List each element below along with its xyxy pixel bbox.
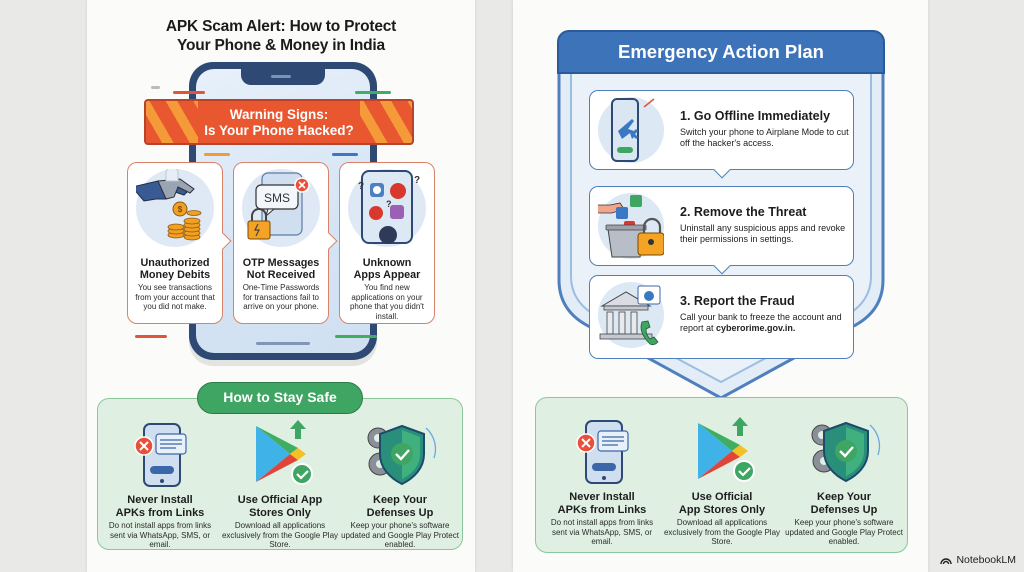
step-card-go-offline: 1. Go Offline Immediately Switch your ph…: [589, 90, 854, 179]
shield-gears-check-icon: [360, 420, 440, 490]
tip-title: Never Install APKs from Links: [115, 494, 205, 519]
deco-dash: [173, 91, 205, 94]
step-description: Uninstall any suspicious apps and revoke…: [680, 223, 846, 244]
warning-sign-card-debits: $ Unauthorized Money Debits You see tran…: [127, 162, 232, 324]
tip-official-app-stores: Use Official App Stores Only Download al…: [663, 417, 781, 547]
stay-safe-heading: How to Stay Safe: [197, 382, 363, 414]
svg-text:SMS: SMS: [264, 191, 290, 205]
warning-sign-card-otp: SMS OTP Messages Not Received One-Time P…: [233, 162, 338, 324]
step-description: Call your bank to freeze the account and…: [680, 312, 842, 333]
tip-description: Download all applications exclusively fr…: [663, 518, 781, 546]
tip-keep-defenses-up: Keep Your Defenses Up Keep your phone's …: [341, 420, 459, 550]
card-description: You see transactions from your account t…: [135, 283, 215, 311]
deco-dash: [332, 153, 358, 156]
tip-never-install-apks: Never Install APKs from Links Do not ins…: [101, 420, 219, 550]
tip-description: Keep your phone's software updated and G…: [341, 521, 459, 549]
sms-blocked-lock-icon: SMS: [242, 169, 320, 247]
left-infographic-page: APK Scam Alert: How to Protect Your Phon…: [87, 0, 475, 572]
step-description: Switch your phone to Airplane Mode to cu…: [680, 127, 849, 148]
tip-description: Do not install apps from links sent via …: [550, 518, 654, 546]
notebooklm-logo-icon: [940, 558, 953, 565]
banner-line-2: Is Your Phone Hacked?: [204, 123, 354, 138]
deco-dash: [135, 335, 167, 338]
svg-text:$: $: [178, 205, 183, 214]
unknown-malware-apps-icon: ? ? ?: [348, 169, 426, 247]
tip-title: Keep Your Defenses Up: [366, 494, 434, 519]
deco-dash: [335, 335, 377, 338]
banner-line-1: Warning Signs:: [229, 107, 329, 122]
tip-title: Use Official App Stores Only: [678, 491, 766, 516]
card-description: One-Time Passwords for transactions fail…: [242, 283, 320, 311]
deco-dash: [204, 153, 230, 156]
notebooklm-watermark: NotebookLM: [940, 554, 1016, 566]
step-card-remove-threat: 2. Remove the Threat Uninstall any suspi…: [589, 186, 854, 275]
tip-keep-defenses-up: Keep Your Defenses Up Keep your phone's …: [785, 417, 903, 547]
phone-home-bar: [256, 342, 310, 345]
step-title: 1. Go Offline Immediately: [680, 109, 831, 123]
phone-blocked-link-icon: [562, 417, 642, 487]
deco-dash: [355, 91, 391, 94]
phone-blocked-link-icon: [120, 420, 200, 490]
card-title: Unknown Apps Appear: [353, 257, 421, 281]
phone-notch: [241, 69, 325, 85]
tip-title: Never Install APKs from Links: [557, 491, 647, 516]
title-line-1: APK Scam Alert: How to Protect: [165, 18, 397, 35]
title-line-2: Your Phone & Money in India: [177, 37, 385, 54]
warning-sign-card-unknown-apps: ? ? ? Unknown Apps Appear You find new a…: [339, 162, 435, 324]
play-store-verified-icon: [240, 420, 320, 490]
svg-text:?: ?: [358, 181, 364, 192]
tip-title: Use Official App Stores Only: [237, 494, 323, 519]
page-title: APK Scam Alert: How to Protect Your Phon…: [87, 17, 475, 55]
tip-description: Download all applications exclusively fr…: [221, 521, 339, 549]
svg-text:?: ?: [414, 175, 420, 186]
right-infographic-page: Emergency Action Plan 1. Go Offline Imme…: [513, 0, 928, 572]
step-card-report-fraud: 3. Report the Fraud Call your bank to fr…: [589, 275, 854, 359]
step-title: 2. Remove the Threat: [680, 205, 807, 219]
tip-official-app-stores: Use Official App Stores Only Download al…: [221, 420, 339, 550]
card-title: Unauthorized Money Debits: [139, 257, 211, 281]
tip-title: Keep Your Defenses Up: [810, 491, 878, 516]
step-title: 3. Report the Fraud: [680, 294, 795, 308]
bank-phone-report-icon: [598, 282, 664, 348]
deco-dash: [151, 86, 160, 89]
tip-description: Keep your phone's software updated and G…: [785, 518, 903, 546]
shield-gears-check-icon: [804, 417, 884, 487]
airplane-mode-phone-icon: [598, 97, 664, 163]
emergency-plan-header: Emergency Action Plan: [557, 30, 885, 74]
tip-description: Do not install apps from links sent via …: [108, 521, 212, 549]
tip-never-install-apks: Never Install APKs from Links Do not ins…: [543, 417, 661, 547]
card-description: You find new applications on your phone …: [349, 283, 425, 321]
hand-taking-coins-icon: $: [131, 166, 214, 247]
svg-text:?: ?: [386, 199, 392, 209]
play-store-verified-icon: [682, 417, 762, 487]
report-site-link[interactable]: cyberorime.gov.in.: [716, 323, 796, 333]
warning-signs-banner: Warning Signs: Is Your Phone Hacked?: [144, 99, 414, 145]
watermark-text: NotebookLM: [956, 554, 1016, 566]
trash-apps-lock-icon: [590, 193, 665, 259]
card-title: OTP Messages Not Received: [242, 257, 320, 281]
